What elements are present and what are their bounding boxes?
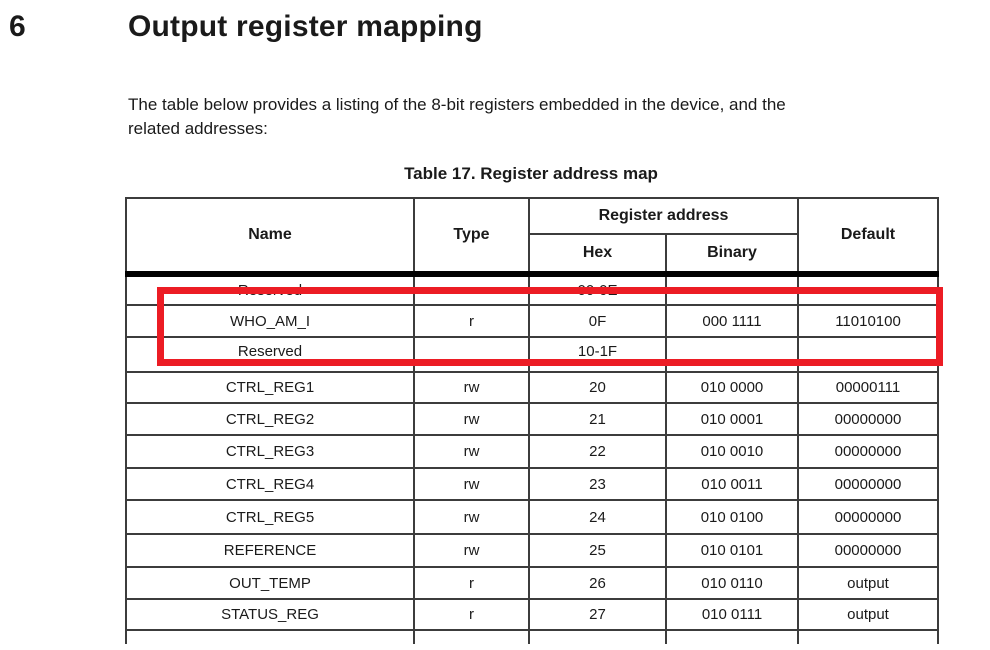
cell-type: - (413, 273, 530, 306)
intro-paragraph: The table below provides a listing of th… (128, 93, 928, 141)
cell-type: rw (413, 371, 530, 404)
cell-binary: - (665, 273, 799, 306)
cell-default: 00000000 (797, 467, 939, 501)
cell-binary: 010 0101 (665, 533, 799, 568)
table-caption: Table 17. Register address map (404, 164, 658, 183)
cell-binary (665, 336, 799, 373)
page-title: Output register mapping (128, 10, 483, 43)
cell-binary: 000 1111 (665, 304, 799, 338)
cell-binary: 010 0111 (665, 598, 799, 631)
cell-type: r (413, 566, 530, 600)
cell-empty (413, 629, 530, 644)
section-number: 6 (9, 10, 27, 43)
cell-type: rw (413, 499, 530, 535)
cell-hex: 24 (528, 499, 667, 535)
cell-empty (665, 629, 799, 644)
column-header-hex: Hex (528, 233, 667, 277)
cell-hex: 10-1F (528, 336, 667, 373)
cell-name: REFERENCE (125, 533, 415, 568)
cell-type: rw (413, 402, 530, 436)
cell-hex: 23 (528, 467, 667, 501)
cell-name: CTRL_REG2 (125, 402, 415, 436)
cell-name: Reserved (125, 336, 415, 373)
cell-empty (797, 629, 939, 644)
intro-line-1: The table below provides a listing of th… (128, 95, 786, 114)
cell-name: CTRL_REG3 (125, 434, 415, 469)
cell-hex: 21 (528, 402, 667, 436)
cell-type: rw (413, 434, 530, 469)
cell-binary: 010 0110 (665, 566, 799, 600)
intro-line-2: related addresses: (128, 119, 268, 138)
cell-default: 00000111 (797, 371, 939, 404)
cell-binary: 010 0100 (665, 499, 799, 535)
cell-hex: 25 (528, 533, 667, 568)
table-row: Reserved 10-1F (125, 336, 939, 373)
cell-binary: 010 0000 (665, 371, 799, 404)
cell-hex: 27 (528, 598, 667, 631)
cell-name: CTRL_REG1 (125, 371, 415, 404)
cell-default: 00000000 (797, 434, 939, 469)
table-row: Reserved-00-0E-- (125, 273, 939, 306)
cell-type: rw (413, 467, 530, 501)
cell-default: output (797, 566, 939, 600)
cell-name: CTRL_REG5 (125, 499, 415, 535)
column-header-register-address: Register address (528, 197, 799, 235)
column-header-type: Type (413, 197, 530, 277)
column-header-name: Name (125, 197, 415, 277)
cell-default: output (797, 598, 939, 631)
cell-type: rw (413, 533, 530, 568)
cell-type: r (413, 304, 530, 338)
cell-hex: 20 (528, 371, 667, 404)
cell-binary: 010 0010 (665, 434, 799, 469)
register-table-container: Name Type Register address Default Hex B… (125, 197, 941, 650)
cell-default (797, 336, 939, 373)
cell-hex: 0F (528, 304, 667, 338)
cell-name: STATUS_REG (125, 598, 415, 631)
cell-default: - (797, 273, 939, 306)
cell-type: r (413, 598, 530, 631)
cell-default: 00000000 (797, 499, 939, 535)
cell-name: Reserved (125, 273, 415, 306)
cell-name: WHO_AM_I (125, 304, 415, 338)
cell-type (413, 336, 530, 373)
register-address-table: Name Type Register address Default Hex B… (125, 197, 939, 644)
cell-default: 00000000 (797, 402, 939, 436)
cell-empty (125, 629, 415, 644)
cell-name: OUT_TEMP (125, 566, 415, 600)
cell-name: CTRL_REG4 (125, 467, 415, 501)
cell-default: 11010100 (797, 304, 939, 338)
table-header: Name Type Register address Default Hex B… (125, 197, 939, 277)
table-row-cutoff (125, 629, 939, 644)
column-header-default: Default (797, 197, 939, 277)
cell-hex: 00-0E (528, 273, 667, 306)
cell-binary: 010 0011 (665, 467, 799, 501)
cell-hex: 22 (528, 434, 667, 469)
cell-binary: 010 0001 (665, 402, 799, 436)
cell-hex: 26 (528, 566, 667, 600)
column-header-binary: Binary (665, 233, 799, 277)
cell-empty (528, 629, 667, 644)
cell-default: 00000000 (797, 533, 939, 568)
